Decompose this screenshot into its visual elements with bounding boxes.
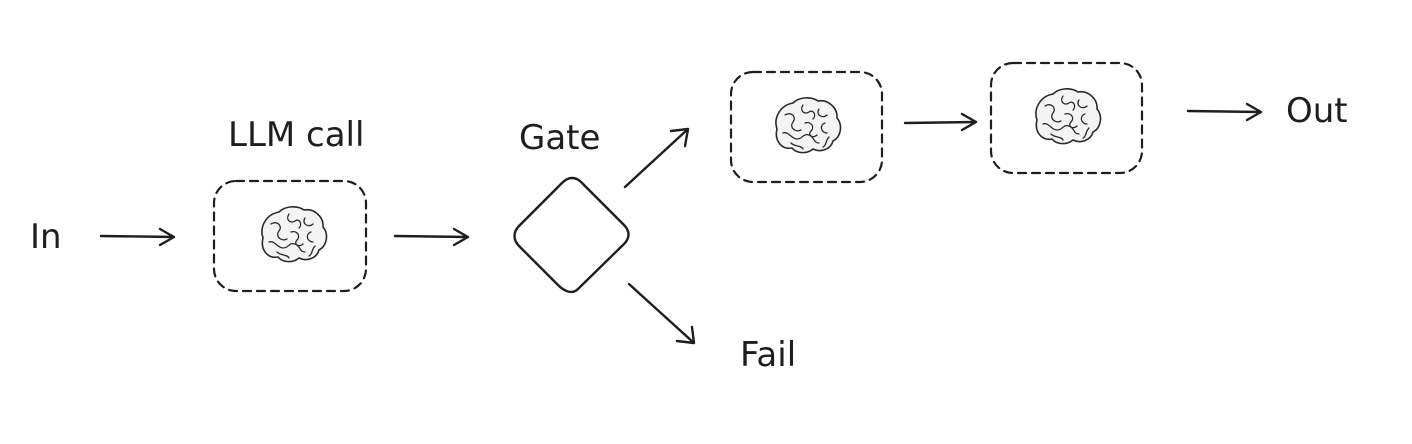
input-label: In bbox=[30, 217, 62, 257]
llm-call-node bbox=[989, 61, 1144, 175]
arrow-in-to-llm bbox=[99, 227, 176, 247]
llm-call-box bbox=[729, 70, 884, 184]
output-label: Out bbox=[1286, 91, 1348, 131]
llm-call-node bbox=[729, 70, 884, 184]
llm-call-box bbox=[989, 61, 1144, 175]
llm-call-box bbox=[212, 179, 368, 293]
arrow-llm-to-gate bbox=[393, 227, 470, 247]
arrow-llm-2-to-llm-3 bbox=[903, 112, 978, 132]
arrow-gate-to-llm-2 bbox=[623, 127, 690, 189]
llm-call-node bbox=[212, 179, 368, 293]
arrow-llm-3-to-out bbox=[1186, 102, 1263, 122]
brain-icon bbox=[1035, 87, 1102, 145]
gate-diamond bbox=[513, 176, 630, 294]
arrow-gate-to-fail bbox=[627, 282, 696, 345]
llm-call-label: LLM call bbox=[228, 115, 364, 155]
gate-label: Gate bbox=[519, 118, 600, 158]
brain-icon bbox=[775, 96, 842, 154]
brain-icon bbox=[261, 205, 328, 263]
fail-label: Fail bbox=[740, 335, 796, 375]
